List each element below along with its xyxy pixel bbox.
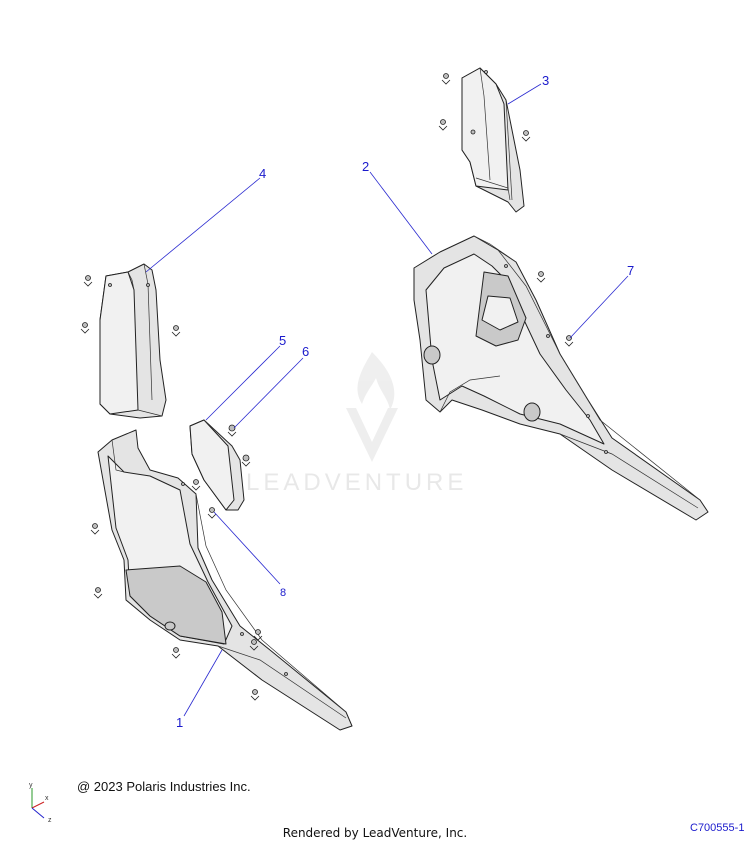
part-5-pad[interactable] — [189, 419, 245, 511]
part-7-fasteners[interactable] — [536, 271, 574, 347]
axis-y-label: y — [29, 782, 33, 789]
part-8-fastener[interactable] — [207, 507, 217, 519]
part-3-panel[interactable] — [461, 67, 525, 213]
part-1-fasteners[interactable] — [90, 479, 263, 701]
axis-z-label: z — [48, 817, 52, 824]
flame-v-logo-icon — [346, 352, 398, 462]
callout-5[interactable]: 5 — [279, 333, 286, 348]
callout-8[interactable]: 8 — [280, 587, 286, 599]
callout-6[interactable]: 6 — [302, 344, 309, 359]
callout-2[interactable]: 2 — [362, 159, 369, 174]
part-3-fasteners[interactable] — [438, 73, 531, 142]
callouts: 1 2 3 4 5 6 7 8 — [176, 73, 634, 730]
callout-4[interactable]: 4 — [259, 166, 266, 181]
part-2-panel[interactable] — [413, 235, 709, 521]
axis-x-label: x — [45, 795, 49, 802]
axis-triad-icon: y x z — [29, 782, 52, 824]
part-4-fasteners[interactable] — [80, 275, 181, 337]
rendered-by-text: Rendered by LeadVenture, Inc. — [282, 826, 468, 840]
part-4-panel[interactable] — [99, 263, 167, 419]
callout-1[interactable]: 1 — [176, 715, 183, 730]
copyright-text: @ 2023 Polaris Industries Inc. — [77, 779, 251, 794]
leader-lines — [145, 83, 629, 717]
watermark: LEADVENTURE — [246, 352, 467, 496]
part-6-fasteners[interactable] — [227, 424, 251, 467]
diagram-id: C700555-1 — [690, 822, 745, 834]
callout-3[interactable]: 3 — [542, 73, 549, 88]
part-1-panel[interactable] — [97, 429, 353, 731]
watermark-text: LEADVENTURE — [246, 469, 467, 496]
callout-7[interactable]: 7 — [627, 263, 634, 278]
